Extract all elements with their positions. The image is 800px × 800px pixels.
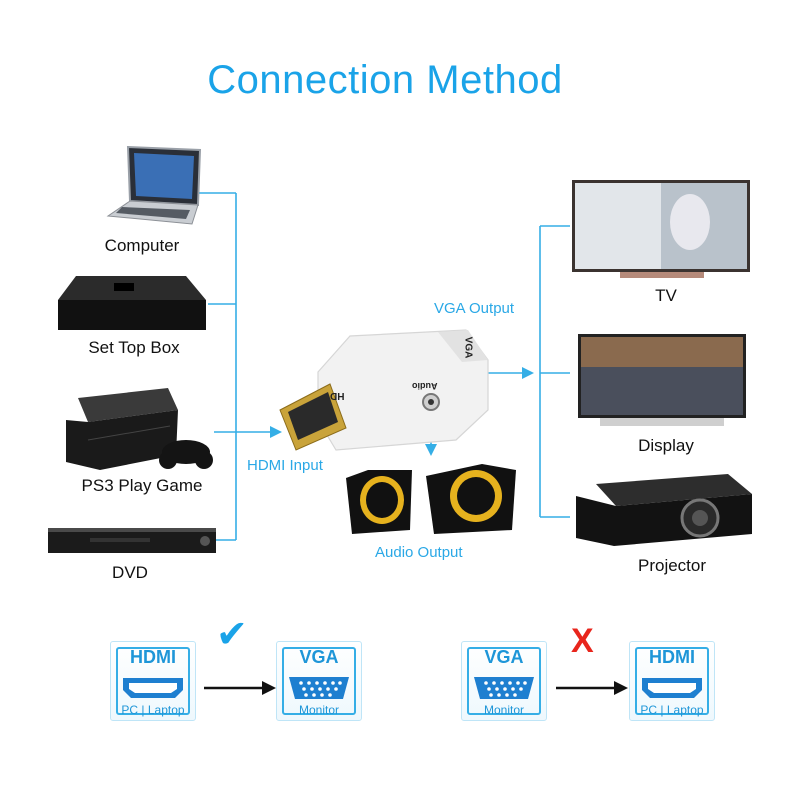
tv-label: TV [655, 286, 677, 305]
computer-label: Computer [104, 236, 180, 255]
hdmi-vga-adapter-icon [279, 329, 489, 451]
ps3-label: PS3 Play Game [81, 476, 203, 495]
display-label: Display [638, 436, 694, 455]
vga-output-arrowhead [522, 367, 534, 379]
supported-check-icon: ✔ [216, 612, 248, 656]
card-title: VGA [299, 647, 339, 667]
adapter-vga-mark: VGA [462, 336, 474, 359]
unsupported-arrowhead [614, 681, 628, 695]
hdmi-port-icon [642, 678, 702, 698]
projector-label: Projector [637, 556, 707, 575]
vga-output-label: VGA Output [434, 300, 515, 317]
card-subtitle: PC | Laptop [640, 703, 704, 717]
ps3-console-icon [66, 388, 178, 470]
projector-icon [576, 474, 752, 546]
output-connector-lines [430, 225, 570, 518]
vga-port-icon [289, 677, 349, 699]
adapter-audio-mark: Audio [412, 381, 438, 391]
page-title: Connection Method [207, 58, 563, 102]
dvd-player-icon [48, 528, 216, 553]
card-subtitle: Monitor [483, 703, 524, 717]
hdmi-input-label: HDMI Input [247, 457, 323, 474]
audio-output-label: Audio Output [375, 544, 463, 561]
vga-port-icon [474, 677, 534, 699]
dvd-label: DVD [112, 563, 148, 582]
unsupported-cross-icon: X [571, 622, 594, 660]
set-top-box-label: Set Top Box [88, 338, 180, 357]
audio-output-arrowhead [425, 444, 437, 456]
tv-icon [572, 180, 750, 278]
gamepad-icon [159, 440, 213, 469]
supported-arrowhead [262, 681, 276, 695]
card-subtitle: PC | Laptop [121, 703, 185, 717]
vga-source-card: VGA Monitor [461, 641, 547, 721]
set-top-box-icon [58, 276, 206, 330]
card-title: HDMI [649, 647, 695, 667]
hdmi-source-card: HDMI PC | Laptop [110, 641, 196, 721]
laptop-icon [106, 145, 202, 225]
hdmi-target-card: HDMI PC | Laptop [629, 641, 715, 721]
vga-target-card: VGA Monitor [276, 641, 362, 721]
card-title: VGA [484, 647, 524, 667]
card-subtitle: Monitor [298, 703, 339, 717]
adapter-hdmi-mark: HD [330, 390, 345, 401]
card-title: HDMI [130, 647, 176, 667]
hdmi-input-arrowhead [270, 426, 282, 438]
hdmi-port-icon [123, 678, 183, 698]
display-monitor-icon [578, 334, 746, 426]
speakers-icon [346, 464, 516, 534]
